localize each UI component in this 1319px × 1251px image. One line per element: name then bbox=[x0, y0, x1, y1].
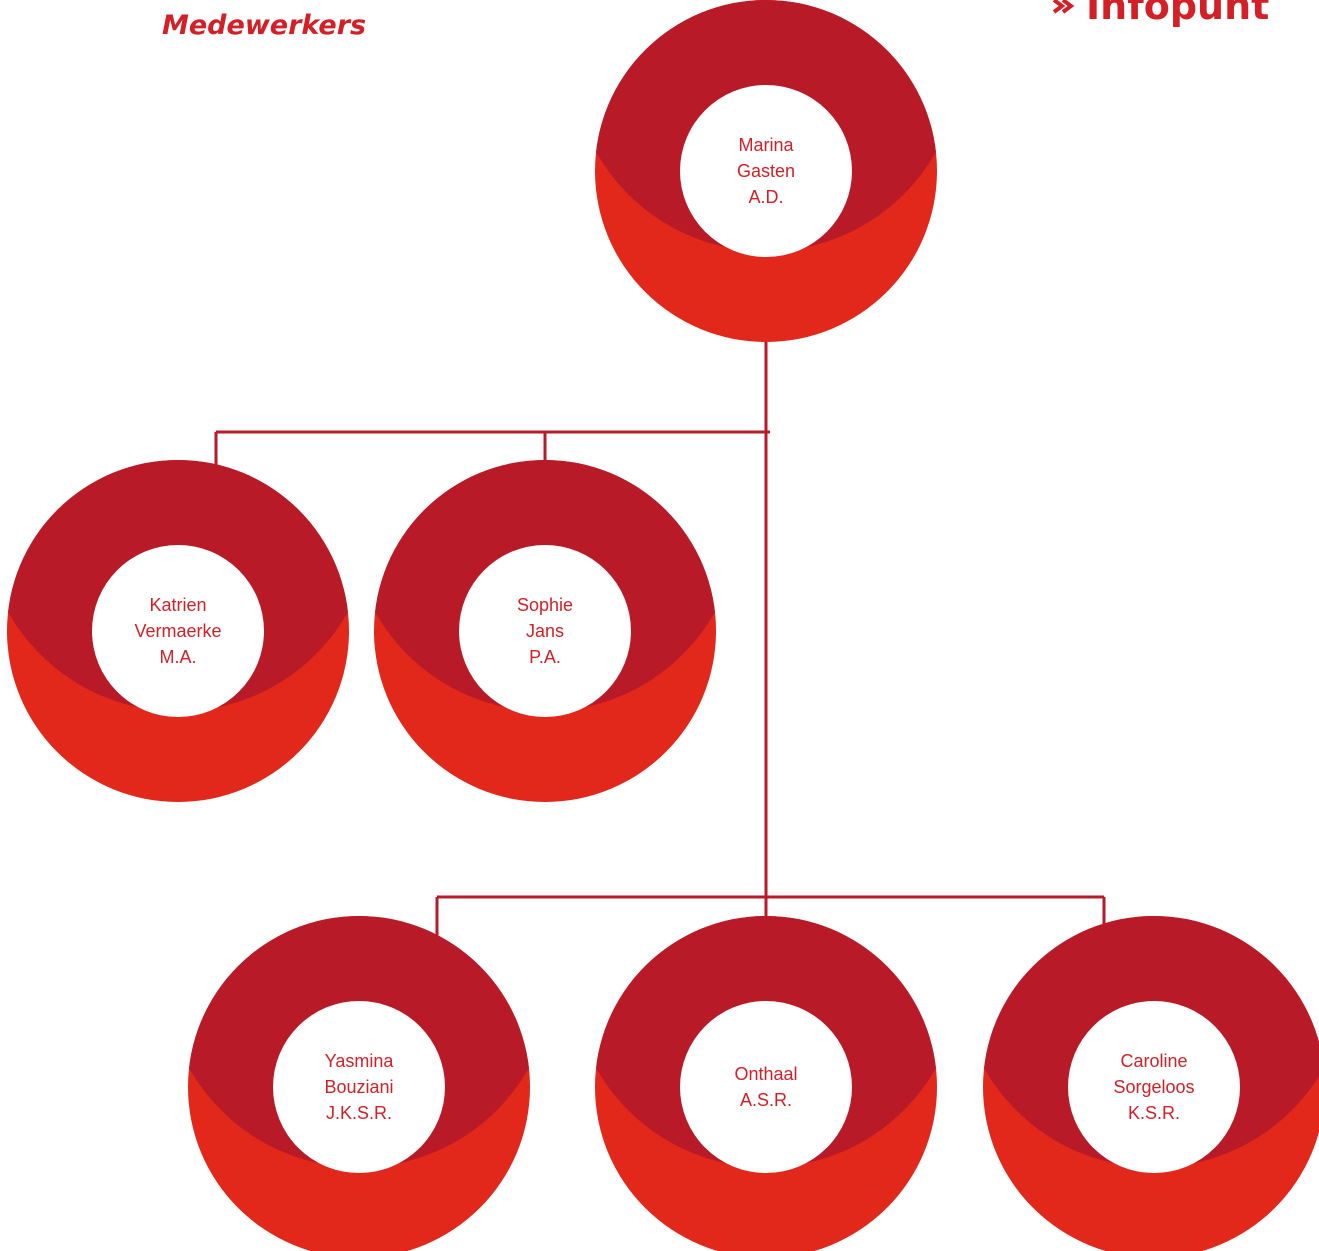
org-node-caroline bbox=[983, 916, 1319, 1251]
node-ring-top bbox=[374, 460, 716, 712]
node-label-line: Marina bbox=[738, 135, 794, 155]
node-label-line: Sophie bbox=[516, 595, 574, 615]
org-node-sophie bbox=[374, 460, 716, 802]
org-node-yasmina bbox=[188, 916, 530, 1251]
org-node-marina bbox=[595, 0, 937, 342]
node-ring-top bbox=[595, 916, 937, 1168]
node-label-line: A.D. bbox=[748, 187, 784, 207]
org-node-katrien bbox=[7, 460, 349, 802]
node-label-line: A.S.R. bbox=[739, 1090, 793, 1110]
node-ring-top bbox=[595, 0, 937, 252]
node-center bbox=[680, 85, 852, 257]
node-label-line: M.A. bbox=[159, 647, 197, 667]
node-center bbox=[1068, 1001, 1240, 1173]
node-label-line: Bouziani bbox=[324, 1077, 394, 1097]
node-label-line: P.A. bbox=[529, 647, 561, 667]
node-label-line: K.S.R. bbox=[1127, 1103, 1180, 1123]
node-label-line: Onthaal bbox=[734, 1064, 798, 1084]
node-ring-top bbox=[983, 916, 1319, 1168]
node-center bbox=[92, 545, 264, 717]
node-label-line: Sorgeloos bbox=[1113, 1077, 1195, 1097]
node-center bbox=[680, 1001, 852, 1173]
node-label-line: Caroline bbox=[1120, 1051, 1188, 1071]
node-label-line: Katrien bbox=[149, 595, 207, 615]
logo: Infopunt bbox=[1050, 0, 1269, 28]
node-center bbox=[273, 1001, 445, 1173]
node-label-line: Yasmina bbox=[324, 1051, 394, 1071]
node-ring-top bbox=[188, 916, 530, 1168]
node-label-line: Gasten bbox=[736, 161, 796, 181]
logo-text: Infopunt bbox=[1086, 0, 1270, 28]
node-label-line: Jans bbox=[525, 621, 565, 641]
page-title: Medewerkers bbox=[162, 10, 367, 41]
node-label-line: J.K.S.R. bbox=[325, 1103, 393, 1123]
org-node-onthaal bbox=[595, 916, 937, 1251]
node-ring-top bbox=[7, 460, 349, 712]
arrow-icon bbox=[1052, 0, 1075, 14]
node-center bbox=[459, 545, 631, 717]
node-label-line: Vermaerke bbox=[134, 621, 222, 641]
